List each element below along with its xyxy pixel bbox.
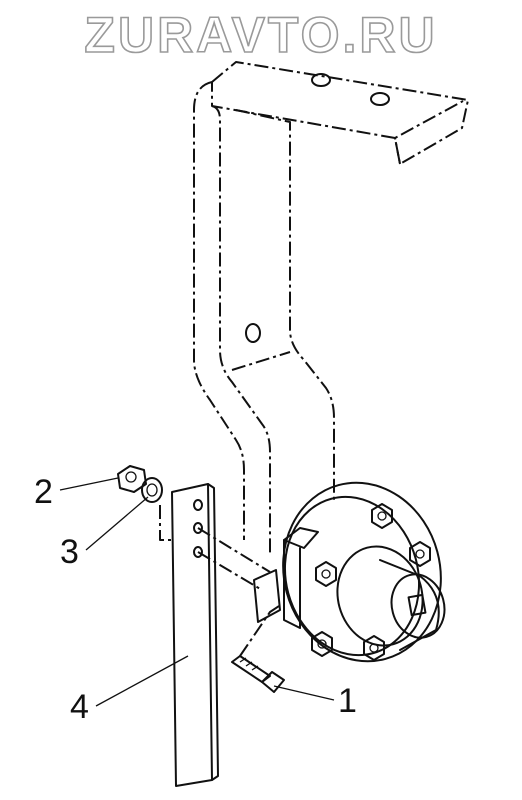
leader-4 [95, 655, 189, 707]
lug-nuts [311, 503, 431, 661]
assembly-guides [159, 505, 283, 657]
mounting-bracket [193, 61, 469, 555]
arm-hole [245, 323, 261, 343]
leader-1 [273, 685, 335, 701]
hub-cap [390, 573, 446, 639]
callout-2: 2 [34, 473, 53, 511]
hub-flange [282, 481, 442, 663]
top-hole-2 [370, 92, 390, 106]
part-1-bolt [231, 655, 285, 693]
callout-3: 3 [60, 533, 79, 571]
part-2-nut [117, 465, 147, 493]
top-hole-1 [311, 73, 331, 87]
lower-tab [253, 569, 281, 623]
part-4-strip [171, 483, 219, 787]
wheel-hub-assembly [282, 481, 446, 663]
callout-1: 1 [338, 682, 357, 720]
part-3-washer [141, 477, 163, 503]
leader-3 [85, 496, 149, 551]
callout-4: 4 [70, 688, 89, 726]
leader-2 [59, 477, 119, 491]
watermark-text: ZURAVTO.RU [84, 7, 437, 63]
